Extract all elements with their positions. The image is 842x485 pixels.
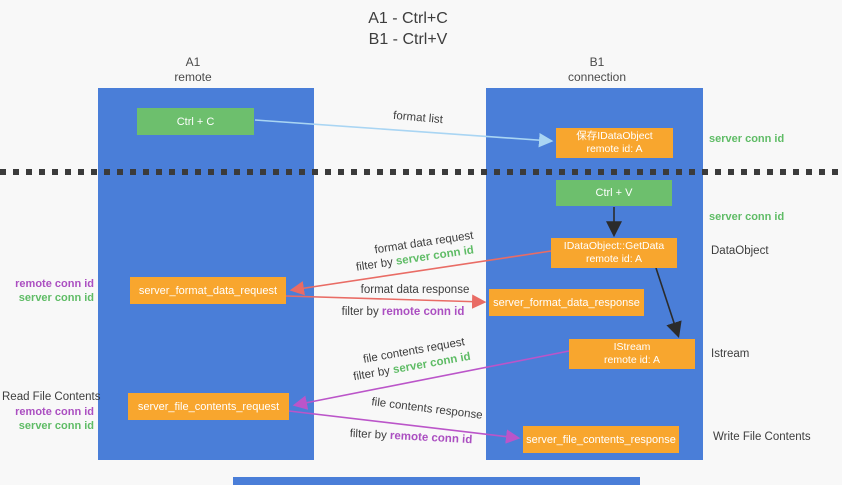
side-label-remote-conn-id-format: remote conn id — [15, 278, 94, 290]
node-server-format-data-response: server_format_data_response — [489, 289, 644, 316]
node-getdata-line1: IDataObject::GetData — [563, 240, 665, 252]
node-ctrl-c-label: Ctrl + C — [176, 115, 215, 128]
arrow-format-data-request — [289, 250, 552, 296]
filter-by-text: filter by — [341, 306, 379, 318]
arrow-format-data-response — [285, 294, 487, 309]
side-label-read-file-contents: Read File Contents — [2, 391, 101, 403]
arrow-getdata-to-istream — [655, 267, 682, 339]
node-save-idataobject: 保存IDataObject remote id: A — [556, 128, 673, 158]
node-ctrl-v: Ctrl + V — [556, 180, 672, 206]
side-label-write-file-contents: Write File Contents — [713, 431, 811, 443]
arrow-file-contents-response — [288, 410, 521, 444]
title-line-2: B1 - Ctrl+V — [368, 31, 448, 48]
node-file-request-label: server_file_contents_request — [137, 400, 280, 413]
side-label-server-conn-id-format: server conn id — [18, 291, 94, 304]
side-label-server-conn-id-file: server conn id — [18, 419, 94, 432]
arrow-label-filter-by-remote-conn-id-format: filter by remote conn id — [342, 306, 465, 318]
lane-b1-id: B1 — [589, 55, 605, 69]
lane-b1-subtitle: connection — [567, 70, 627, 84]
lane-a1-subtitle: remote — [174, 70, 212, 84]
diagram-title: A1 - Ctrl+C B1 - Ctrl+V — [308, 8, 508, 50]
lane-header-a1: A1 remote — [133, 55, 253, 85]
arrow-format-list — [254, 119, 554, 148]
node-file-response-label: server_file_contents_response — [526, 433, 676, 446]
side-label-remote-conn-id-file: remote conn id — [15, 406, 94, 418]
lane-header-b1: B1 connection — [537, 55, 657, 85]
remote-conn-id-text: remote conn id — [381, 306, 465, 318]
bottom-window-edge — [233, 477, 640, 485]
side-label-group-format-conn-ids: remote conn id server conn id — [0, 278, 94, 305]
arrow-label-format-data-response: format data response — [360, 284, 470, 296]
node-ctrl-v-label: Ctrl + V — [595, 187, 633, 199]
filter-by-text: filter by — [349, 427, 388, 442]
node-save-idataobject-line2: remote id: A — [586, 143, 643, 155]
node-server-file-contents-request: server_file_contents_request — [128, 393, 289, 420]
side-label-dataobject: DataObject — [711, 245, 769, 257]
node-server-file-contents-response: server_file_contents_response — [523, 426, 679, 453]
node-idataobject-getdata: IDataObject::GetData remote id: A — [551, 238, 677, 268]
node-server-format-data-request: server_format_data_request — [130, 277, 286, 304]
node-getdata-line2: remote id: A — [585, 253, 642, 265]
node-istream-line2: remote id: A — [603, 354, 661, 366]
side-label-istream: Istream — [711, 348, 750, 360]
side-label-group-file-conn-ids: remote conn id server conn id — [0, 406, 94, 433]
session-divider-dotted-line — [0, 169, 842, 175]
node-ctrl-c: Ctrl + C — [137, 108, 254, 135]
side-label-server-conn-id-top: server conn id — [709, 133, 785, 145]
node-istream-line1: IStream — [613, 341, 651, 353]
side-label-server-conn-id-middle: server conn id — [709, 211, 785, 223]
node-istream: IStream remote id: A — [569, 339, 695, 369]
lane-a1-id: A1 — [185, 55, 201, 69]
node-save-idataobject-line1: 保存IDataObject — [576, 130, 653, 142]
node-format-response-label: server_format_data_response — [493, 296, 640, 309]
node-format-request-label: server_format_data_request — [138, 284, 278, 297]
arrow-file-contents-request — [292, 350, 570, 410]
title-line-1: A1 - Ctrl+C — [368, 10, 448, 27]
